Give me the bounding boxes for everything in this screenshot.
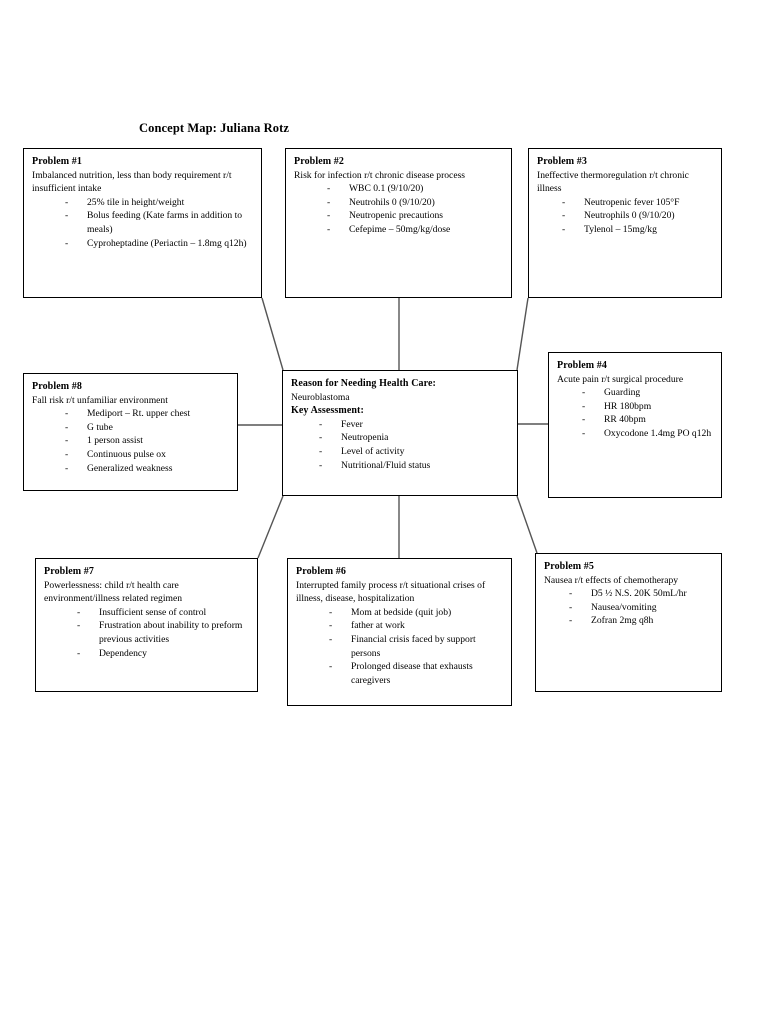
list-item: Frustration about inability to preform p…	[77, 619, 250, 646]
connector-p3-center	[516, 297, 529, 371]
list-item: Nutritional/Fluid status	[319, 459, 510, 473]
node-problem-6[interactable]: Problem #6 Interrupted family process r/…	[287, 558, 512, 706]
list-item: WBC 0.1 (9/10/20)	[327, 182, 504, 196]
node-problem-7[interactable]: Problem #7 Powerlessness: child r/t heal…	[35, 558, 258, 692]
list-item: Dependency	[77, 647, 250, 661]
list-item: Neutrohils 0 (9/10/20)	[327, 196, 504, 210]
node-problem-3[interactable]: Problem #3 Ineffective thermoregulation …	[528, 148, 722, 298]
center-assessment-heading: Key Assessment:	[291, 405, 364, 417]
list-item: Oxycodone 1.4mg PO q12h	[582, 427, 714, 441]
list-item: G tube	[65, 421, 230, 435]
list-item: Fever	[319, 418, 510, 432]
node-problem-3-title: Problem #3	[537, 156, 587, 167]
list-item: Generalized weakness	[65, 462, 230, 476]
list-item: Tylenol – 15mg/kg	[562, 223, 714, 237]
node-problem-7-description: Powerlessness: child r/t health care env…	[44, 579, 182, 605]
list-item: Mom at bedside (quit job)	[329, 606, 504, 620]
node-problem-1-items: 25% tile in height/weight Bolus feeding …	[32, 196, 254, 250]
list-item: 25% tile in height/weight	[65, 196, 254, 210]
node-problem-2-title: Problem #2	[294, 156, 344, 167]
list-item: Mediport – Rt. upper chest	[65, 407, 230, 421]
connector-p1-center	[261, 297, 284, 371]
node-problem-5-title: Problem #5	[544, 561, 594, 572]
node-problem-1-description: Imbalanced nutrition, less than body req…	[32, 169, 232, 195]
center-heading: Reason for Needing Health Care:	[291, 378, 436, 389]
node-problem-7-items: Insufficient sense of control Frustratio…	[44, 606, 250, 660]
list-item: Guarding	[582, 386, 714, 400]
node-problem-8-items: Mediport – Rt. upper chest G tube 1 pers…	[32, 407, 230, 475]
list-item: D5 ½ N.S. 20K 50mL/hr	[569, 587, 714, 601]
list-item: Cefepime – 50mg/kg/dose	[327, 223, 504, 237]
list-item: Neutropenic precautions	[327, 209, 504, 223]
node-problem-1[interactable]: Problem #1 Imbalanced nutrition, less th…	[23, 148, 262, 298]
node-problem-6-description: Interrupted family process r/t situation…	[296, 579, 486, 605]
node-problem-6-items: Mom at bedside (quit job) father at work…	[296, 606, 504, 688]
node-problem-4-items: Guarding HR 180bpm RR 40bpm Oxycodone 1.…	[557, 386, 714, 440]
node-problem-5[interactable]: Problem #5 Nausea r/t effects of chemoth…	[535, 553, 722, 692]
node-problem-2-description: Risk for infection r/t chronic disease p…	[294, 169, 466, 181]
node-center-reason[interactable]: Reason for Needing Health Care: Neurobla…	[282, 370, 518, 496]
node-problem-5-items: D5 ½ N.S. 20K 50mL/hr Nausea/vomiting Zo…	[544, 587, 714, 628]
list-item: Bolus feeding (Kate farms in addition to…	[65, 209, 254, 236]
node-problem-3-items: Neutropenic fever 105°F Neutrophils 0 (9…	[537, 196, 714, 237]
list-item: Neutropenia	[319, 431, 510, 445]
list-item: Nausea/vomiting	[569, 601, 714, 615]
node-problem-3-description: Ineffective thermoregulation r/t chronic…	[537, 169, 689, 195]
list-item: Zofran 2mg q8h	[569, 614, 714, 628]
list-item: Cyproheptadine (Periactin – 1.8mg q12h)	[65, 237, 254, 251]
list-item: Level of activity	[319, 445, 510, 459]
node-problem-8-description: Fall risk r/t unfamiliar environment	[32, 394, 168, 406]
list-item: Neutropenic fever 105°F	[562, 196, 714, 210]
list-item: HR 180bpm	[582, 400, 714, 414]
node-problem-8-title: Problem #8	[32, 381, 82, 392]
list-item: 1 person assist	[65, 434, 230, 448]
node-problem-4[interactable]: Problem #4 Acute pain r/t surgical proce…	[548, 352, 722, 498]
list-item: Prolonged disease that exhausts caregive…	[329, 660, 504, 687]
node-problem-1-title: Problem #1	[32, 156, 82, 167]
list-item: Continuous pulse ox	[65, 448, 230, 462]
node-problem-2[interactable]: Problem #2 Risk for infection r/t chroni…	[285, 148, 512, 298]
list-item: father at work	[329, 619, 504, 633]
page-title: Concept Map: Juliana Rotz	[139, 121, 290, 135]
center-diagnosis: Neuroblastoma	[291, 391, 350, 403]
connector-center-p7	[257, 495, 284, 559]
node-problem-8[interactable]: Problem #8 Fall risk r/t unfamiliar envi…	[23, 373, 238, 491]
connector-center-p5	[516, 495, 538, 554]
list-item: Insufficient sense of control	[77, 606, 250, 620]
node-problem-5-description: Nausea r/t effects of chemotherapy	[544, 574, 679, 586]
node-problem-7-title: Problem #7	[44, 566, 94, 577]
center-assessment-items: Fever Neutropenia Level of activity Nutr…	[291, 418, 510, 472]
node-problem-6-title: Problem #6	[296, 566, 346, 577]
node-problem-4-title: Problem #4	[557, 360, 607, 371]
list-item: Financial crisis faced by support person…	[329, 633, 504, 660]
node-problem-4-description: Acute pain r/t surgical procedure	[557, 373, 684, 385]
node-problem-2-items: WBC 0.1 (9/10/20) Neutrohils 0 (9/10/20)…	[294, 182, 504, 236]
list-item: Neutrophils 0 (9/10/20)	[562, 209, 714, 223]
list-item: RR 40bpm	[582, 413, 714, 427]
